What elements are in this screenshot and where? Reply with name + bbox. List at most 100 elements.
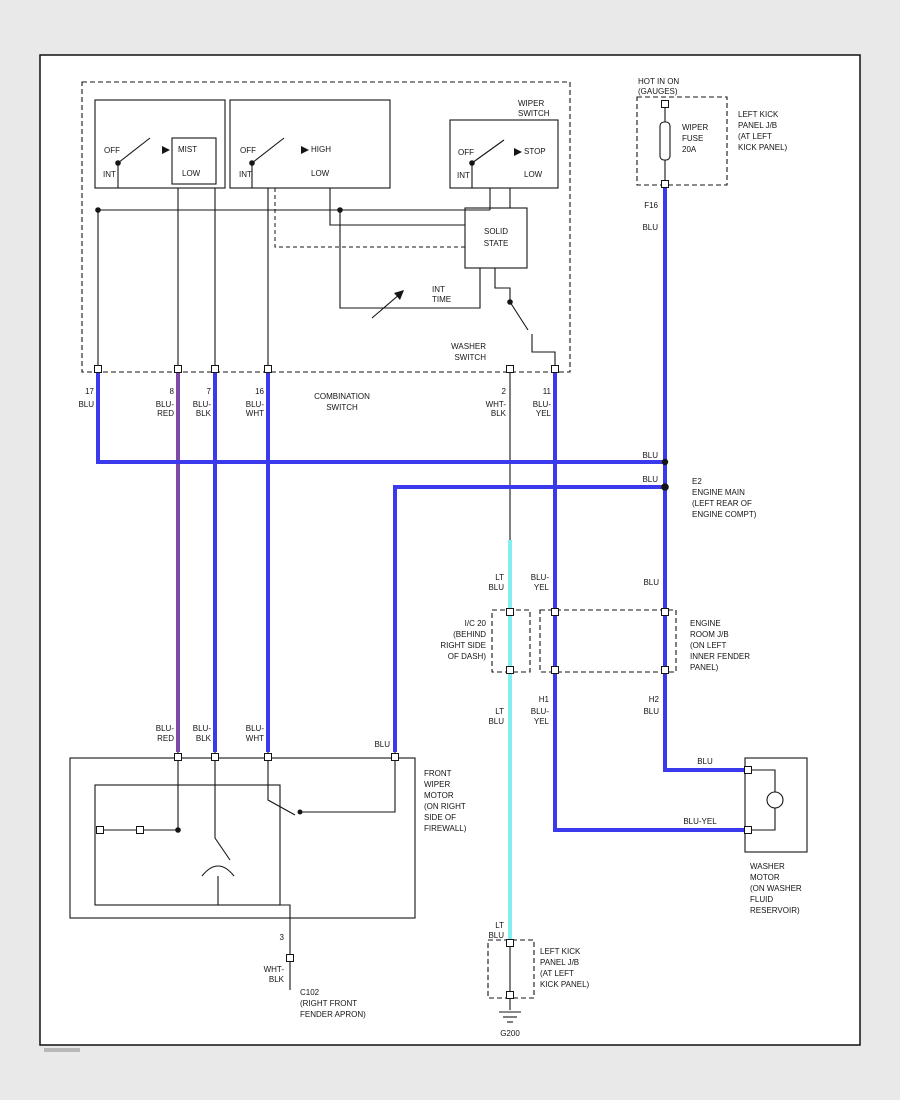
bluyel-below-label: BLU- bbox=[531, 707, 550, 716]
wiper-switch-section1-box bbox=[94, 99, 226, 189]
connector-square bbox=[506, 608, 514, 616]
bottom-ltblu-label: LT bbox=[495, 921, 504, 930]
connector-square bbox=[661, 666, 669, 674]
connector-square bbox=[744, 766, 752, 774]
motor-wire1-label-2: RED bbox=[157, 734, 174, 743]
connector-square bbox=[551, 365, 559, 373]
int-time-circuit bbox=[339, 210, 481, 309]
left-kick-jb-box bbox=[487, 939, 535, 999]
wiper-motor-label-3: MOTOR bbox=[424, 791, 454, 800]
washer-motor-label-5: RESERVOIR) bbox=[750, 906, 800, 915]
connector-square bbox=[744, 826, 752, 834]
sw2-low-label: LOW bbox=[311, 169, 330, 178]
sw3-int-label: INT bbox=[457, 171, 470, 180]
variable-resistor-arrowhead bbox=[394, 290, 404, 300]
motor-junction-dot bbox=[175, 827, 181, 833]
wiper-switch-section3-box bbox=[449, 119, 559, 189]
connector-square bbox=[506, 365, 514, 373]
connector-square bbox=[211, 753, 219, 761]
connector-square bbox=[506, 939, 514, 947]
fuse-wire-color: BLU bbox=[642, 223, 658, 232]
sw1-low-label: LOW bbox=[182, 169, 201, 178]
sw1-int-label: INT bbox=[103, 170, 116, 179]
connector-square bbox=[136, 826, 144, 834]
variable-resistor-arrow bbox=[371, 293, 401, 319]
connector-square bbox=[551, 666, 559, 674]
mist-arrow-icon bbox=[162, 146, 170, 154]
diagram-border bbox=[39, 54, 861, 1046]
connector-square bbox=[96, 826, 104, 834]
mist-position-box bbox=[171, 137, 217, 185]
ic20-label: I/C 20 bbox=[465, 619, 487, 628]
connector-square bbox=[286, 954, 294, 962]
connector-square bbox=[94, 365, 102, 373]
ground-id-label: G200 bbox=[500, 1029, 520, 1038]
sw3-stop-label: STOP bbox=[524, 147, 546, 156]
e2-label: E2 bbox=[692, 477, 702, 486]
connector-square bbox=[211, 365, 219, 373]
fuse-rating: 20A bbox=[682, 145, 697, 154]
connector-square bbox=[506, 991, 514, 999]
e2-blu-bottom: BLU bbox=[642, 475, 658, 484]
engine-room-jb-box bbox=[539, 609, 677, 673]
ltblu-below-label-2: BLU bbox=[488, 717, 504, 726]
bottom-kick-jb-label-3: (AT LEFT bbox=[540, 969, 574, 978]
wiper-motor-label-2: WIPER bbox=[424, 780, 450, 789]
engine-jb-label: ENGINE bbox=[690, 619, 721, 628]
internal-wire bbox=[329, 188, 465, 226]
hot-label-2: (GAUGES) bbox=[638, 87, 678, 96]
connector-square bbox=[661, 180, 669, 188]
kick-jb-label-2: PANEL J/B bbox=[738, 121, 777, 130]
internal-wire bbox=[494, 268, 511, 302]
pin8-wire: BLU- bbox=[156, 400, 175, 409]
sw1-mist-label: MIST bbox=[178, 145, 197, 154]
solid-state-label-2: STATE bbox=[484, 239, 509, 248]
ltblu-above-label: LT bbox=[495, 573, 504, 582]
connector-square bbox=[661, 608, 669, 616]
motor-contact-arm bbox=[267, 752, 296, 816]
junction-dot bbox=[95, 207, 101, 213]
wiper-switch-section2-box bbox=[229, 99, 391, 189]
wire-blu-motor bbox=[393, 485, 665, 752]
ltblu-above-label-2: BLU bbox=[488, 583, 504, 592]
motor-ground-wire: WHT- bbox=[264, 965, 285, 974]
wiper-motor-label-5: SIDE OF bbox=[424, 813, 456, 822]
pin16-wire-2: WHT bbox=[246, 409, 264, 418]
sw3-off-label: OFF bbox=[458, 148, 474, 157]
blu-below-label: BLU bbox=[643, 707, 659, 716]
stop-arrow-icon bbox=[514, 148, 522, 156]
wiper-motor-label-6: FIREWALL) bbox=[424, 824, 467, 833]
blu-above-label: BLU bbox=[643, 578, 659, 587]
e2-blu-top: BLU bbox=[642, 451, 658, 460]
pin8-number: 8 bbox=[170, 387, 175, 396]
pin11-wire: BLU- bbox=[533, 400, 552, 409]
switch1-arm bbox=[117, 137, 151, 164]
washer-motor-lead2 bbox=[751, 808, 776, 831]
motor-ground-lead bbox=[217, 876, 291, 955]
corner-mark bbox=[44, 1048, 80, 1052]
washer-blu-label: BLU bbox=[697, 757, 713, 766]
combination-switch-label: COMBINATION bbox=[314, 392, 370, 401]
switch2-arm bbox=[251, 137, 285, 164]
sw2-high-label: HIGH bbox=[311, 145, 331, 154]
kick-jb-label-4: KICK PANEL) bbox=[738, 143, 788, 152]
motor-ground-pin: 3 bbox=[280, 933, 285, 942]
int-time-label: INT bbox=[432, 285, 445, 294]
motor-internal-wire bbox=[300, 752, 396, 813]
h2-pin-label: H2 bbox=[649, 695, 660, 704]
high-arrow-icon bbox=[301, 146, 309, 154]
pin2-wire: WHT- bbox=[486, 400, 507, 409]
e2-label-4: ENGINE COMPT) bbox=[692, 510, 757, 519]
motor-wire1-label: BLU- bbox=[156, 724, 175, 733]
washer-motor-label: WASHER bbox=[750, 862, 785, 871]
internal-wire bbox=[531, 334, 556, 369]
pin17-wire: BLU bbox=[78, 400, 94, 409]
sw3-low-label: LOW bbox=[524, 170, 543, 179]
pin2-number: 2 bbox=[502, 387, 507, 396]
combination-switch-label-2: SWITCH bbox=[326, 403, 358, 412]
wiper-switch-title: WIPER bbox=[518, 99, 544, 108]
fuse-pin-label: F16 bbox=[644, 201, 658, 210]
bottom-kick-jb-label: LEFT KICK bbox=[540, 947, 581, 956]
washer-motor-symbol bbox=[766, 791, 784, 809]
